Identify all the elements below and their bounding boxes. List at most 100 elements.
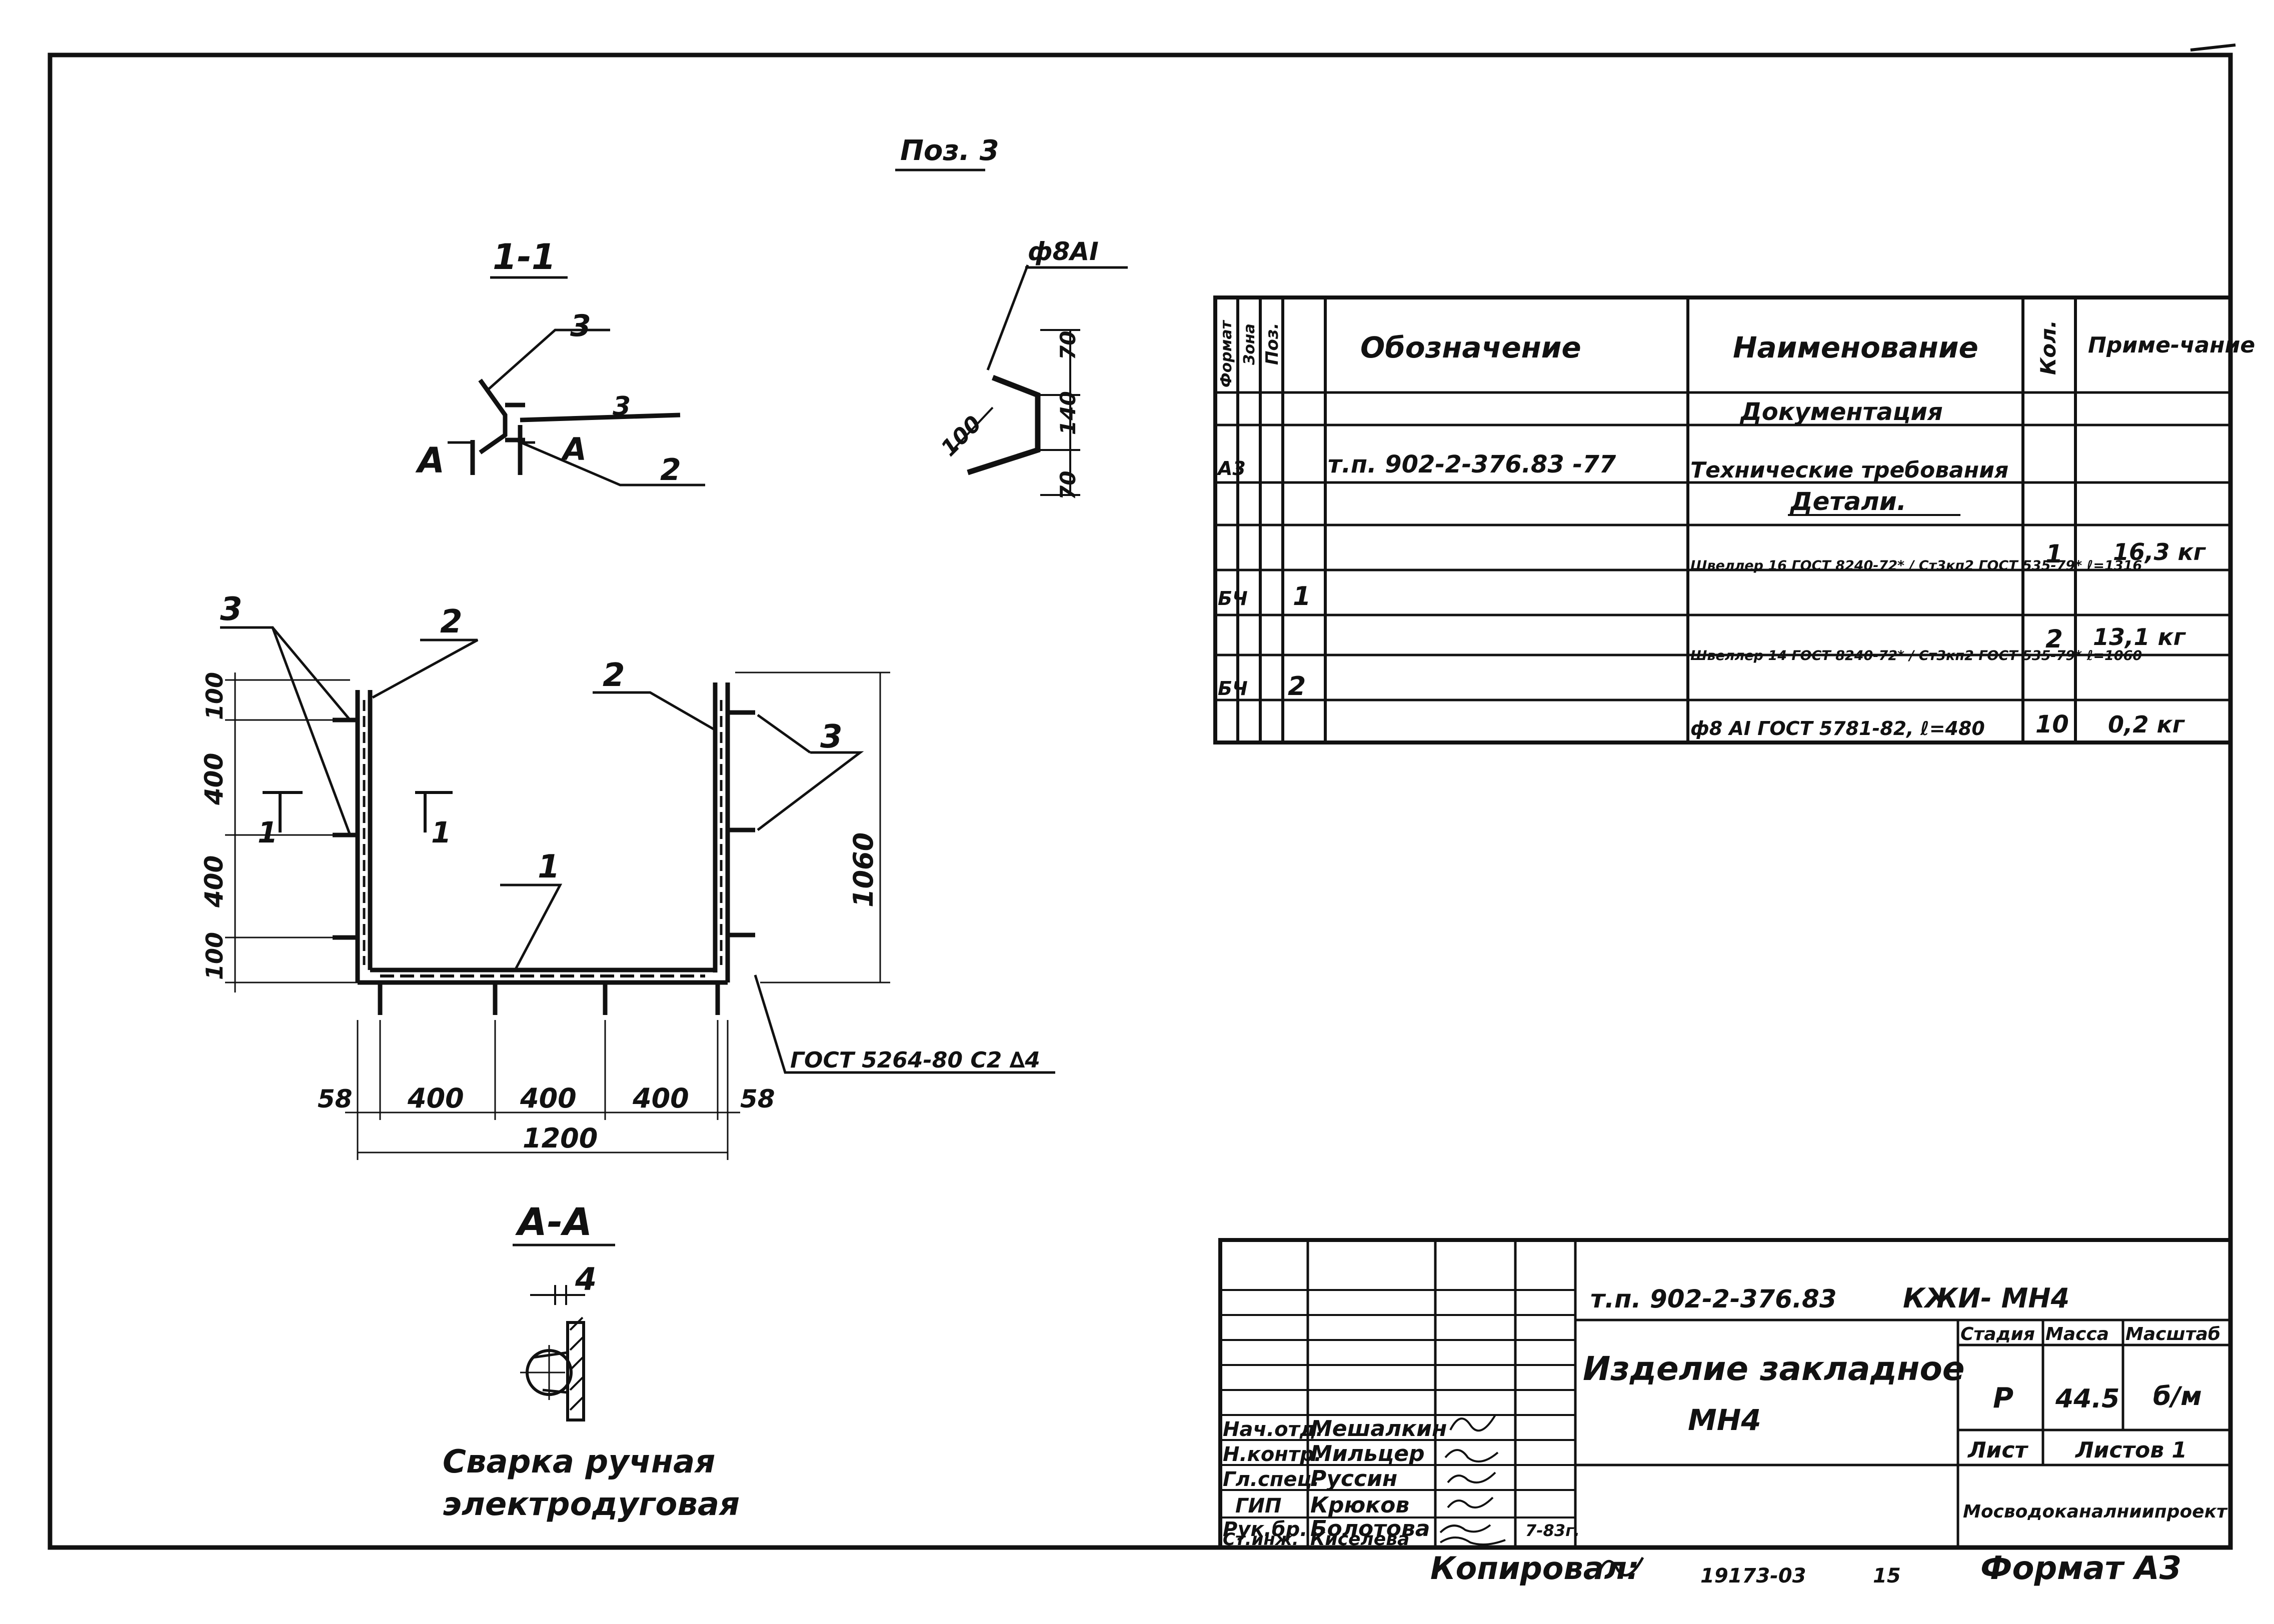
tb-role-2: Гл.спец. (1223, 1468, 1319, 1491)
dim-400-lower: 400 (200, 856, 229, 908)
tb-sheet-label: Лист (1967, 1438, 2028, 1463)
spec-header-zone: Зона (1241, 324, 1258, 366)
bar-symbol: ф8АI (1028, 237, 1099, 266)
dim-58-left: 58 (318, 1084, 353, 1114)
dim-58-right: 58 (740, 1084, 775, 1114)
section-1-label: 1-1 (493, 236, 556, 278)
tb-doc-code: т.п. 902-2-376.83 (1590, 1284, 1837, 1314)
spec-row-6-format: БЧ (1218, 678, 1248, 700)
tb-name-5: Киселева (1310, 1529, 1409, 1550)
dim-100-bottom: 100 (201, 932, 228, 980)
spec-header-note: Приме-чание (2088, 332, 2255, 358)
tb-role-5: Ст.инж. (1223, 1530, 1299, 1550)
spec-header-designation: Обозначение (1360, 330, 1581, 364)
dim-1060: 1060 (848, 832, 879, 908)
pos-title: Поз. 3 (900, 134, 999, 167)
main-cut-1-left: 1 (258, 816, 278, 850)
main-frame-view (220, 626, 1055, 1160)
spec-header-qty: Кол. (2036, 320, 2060, 375)
tb-role-1: Н.контр. (1223, 1443, 1322, 1466)
tb-sheet-code: КЖИ- МН4 (1903, 1282, 2069, 1314)
tb-name-4: Болотова (1310, 1516, 1430, 1542)
tb-item-title: Изделие закладное (1583, 1350, 1965, 1388)
section-aa-detail (520, 1285, 585, 1422)
footer-format: Формат А3 (1980, 1550, 2181, 1587)
section-1-callout-3: 3 (570, 308, 591, 344)
signatures (1439, 1414, 1506, 1546)
spec-row-4-pos: 1 (1293, 582, 1311, 612)
spec-header-pos: Поз. (1262, 323, 1282, 366)
spec-row-5-qty: 2 (2045, 624, 2063, 654)
section-1-callout-3b: 3 (613, 392, 631, 422)
spec-row-3-note: 16,3 кг (2113, 538, 2206, 566)
tb-name-0: Мешалкин (1310, 1416, 1447, 1442)
section-1-arrow-a-left: А (415, 440, 445, 481)
spec-rows: Документация А3 т.п. 902-2-376.83 -77 Те… (1216, 398, 2206, 740)
main-cut-1-right: 1 (431, 816, 451, 850)
edge-mark-top (2190, 44, 2236, 52)
weld-note-line2: электродуговая (443, 1486, 740, 1523)
tb-name-3: Крюков (1310, 1492, 1409, 1518)
tb-org: Мосводоканалниипроект (1963, 1502, 2228, 1522)
bar-dim-140: 140 (1056, 391, 1080, 435)
section-1-arrow-a-right: А (560, 431, 587, 468)
tb-role-0: Нач.отд. (1223, 1418, 1323, 1441)
main-callout-3-left: 3 (220, 591, 243, 628)
tb-name-1: Мильцер (1310, 1441, 1425, 1466)
footer-inv: 19173-03 (1700, 1564, 1806, 1588)
dim-1200: 1200 (523, 1122, 598, 1154)
spec-table-grid (1213, 296, 2232, 744)
title-block-grid (1218, 1238, 2232, 1550)
footer-copied: Копировал: (1430, 1550, 1639, 1586)
section-aa-label: А-А (515, 1200, 592, 1244)
tb-sheets-label: Листов 1 (2074, 1438, 2187, 1463)
tb-stage-label: Стадия (1960, 1324, 2035, 1344)
sheet-frame (48, 52, 2233, 1550)
spec-row-1-name: Технические требования (1690, 458, 2008, 483)
spec-row-5-note: 13,1 кг (2093, 624, 2186, 650)
tb-item-code: МН4 (1688, 1403, 1761, 1437)
copier-signature (1596, 1556, 1644, 1576)
spec-row-7-qty: 10 (2035, 710, 2069, 738)
tb-sign-date: 7-83г. (1525, 1521, 1580, 1540)
dim-100-top: 100 (201, 672, 228, 720)
spec-row-1-designation: т.п. 902-2-376.83 -77 (1328, 450, 1616, 478)
main-callout-2-left: 2 (440, 604, 463, 640)
section-1-callout-2: 2 (660, 452, 681, 488)
spec-row-7-note: 0,2 кг (2108, 711, 2185, 738)
tb-name-2: Руссин (1310, 1466, 1397, 1492)
spec-row-3-name: Швеллер 16 ГОСТ 8240-72* / Ст3кп2 ГОСТ 5… (1690, 558, 2142, 574)
tb-mass-label: Масса (2045, 1324, 2109, 1344)
tb-scale-label: Масштаб (2125, 1324, 2220, 1344)
weld-note-line1: Сварка ручная (443, 1444, 715, 1480)
spec-row-3-qty: 1 (2045, 540, 2063, 568)
spec-row-6-pos: 2 (1288, 672, 1306, 702)
bar-dim-70-top: 70 (1056, 331, 1080, 360)
section-1-1-view (448, 328, 705, 486)
bar-dim-100: 100 (936, 411, 987, 462)
footer-page: 15 (1873, 1564, 1901, 1588)
spec-row-7-name: ф8 АI ГОСТ 5781-82, ℓ=480 (1690, 718, 1985, 740)
main-callout-2-right: 2 (603, 657, 625, 694)
spec-row-2-name: Детали. (1789, 487, 1906, 516)
spec-header-name: Наименование (1733, 330, 1978, 364)
bar-dim-70-bottom: 70 (1056, 471, 1080, 500)
tb-role-4: Рук.бр. (1223, 1518, 1308, 1541)
spec-row-0-name: Документация (1739, 398, 1943, 426)
section-aa-dim-4: 4 (575, 1261, 597, 1298)
dim-400-a: 400 (407, 1082, 464, 1114)
spec-row-5-name: Швеллер 14 ГОСТ 8240-72* / Ст3кп2 ГОСТ 5… (1690, 648, 2142, 664)
main-callout-3-right: 3 (820, 718, 843, 756)
dim-400-c: 400 (632, 1082, 689, 1114)
dim-400-b: 400 (520, 1082, 577, 1114)
tb-stage: Р (1993, 1382, 2013, 1414)
tb-mass: 44.5 (2055, 1384, 2119, 1414)
weld-gost-label: ГОСТ 5264-80 С2 ∆4 (790, 1048, 1040, 1073)
tb-people: Нач.отд. Мешалкин Н.контр. Мильцер Гл.сп… (1223, 1416, 1580, 1550)
spec-row-1-format: А3 (1216, 458, 1246, 480)
tb-role-3: ГИП (1235, 1494, 1281, 1518)
main-callout-1: 1 (538, 848, 560, 886)
spec-row-4-format: БЧ (1218, 588, 1248, 610)
dim-400-upper: 400 (200, 753, 229, 806)
